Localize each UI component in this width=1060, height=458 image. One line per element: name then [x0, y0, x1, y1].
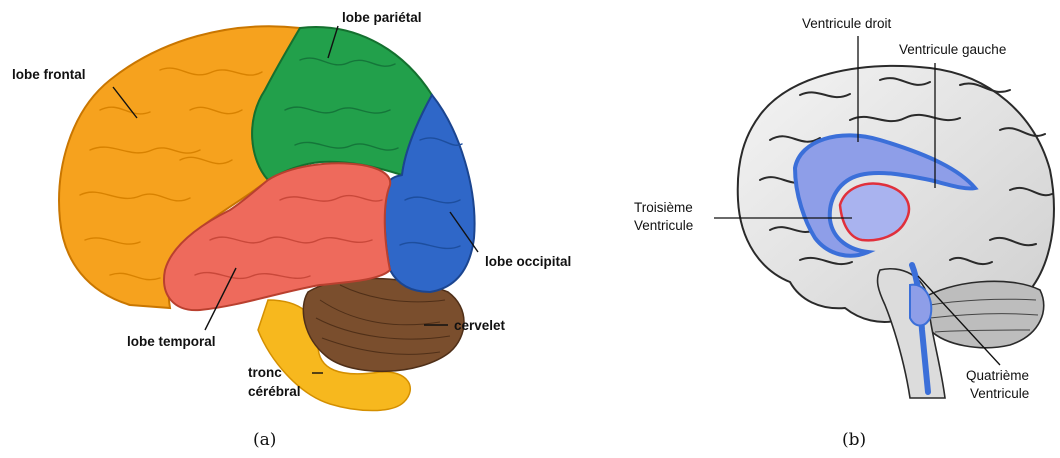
label-tronc: tronc — [248, 365, 282, 380]
label-ventricule-gauche: Ventricule gauche — [899, 42, 1006, 57]
label-quatrieme: Quatrième — [966, 368, 1029, 383]
label-troisieme: Troisième — [634, 200, 693, 215]
caption-a: (a) — [253, 430, 276, 450]
caption-b: (b) — [842, 430, 866, 450]
label-troisieme-ventricule: Ventricule — [634, 218, 693, 233]
panel-b-ventricles: Ventricule droit Ventricule gauche Trois… — [634, 16, 1054, 401]
label-ventricule-droit: Ventricule droit — [802, 16, 892, 31]
label-lobe-frontal: lobe frontal — [12, 67, 86, 82]
label-cerebral: cérébral — [248, 384, 301, 399]
label-quatrieme-ventricule: Ventricule — [970, 386, 1029, 401]
panel-a-lateral-brain: lobe frontal lobe pariétal lobe occipita… — [12, 10, 571, 411]
label-lobe-temporal: lobe temporal — [127, 334, 216, 349]
label-lobe-occipital: lobe occipital — [485, 254, 571, 269]
label-lobe-parietal: lobe pariétal — [342, 10, 422, 25]
label-cervelet: cervelet — [454, 318, 506, 333]
